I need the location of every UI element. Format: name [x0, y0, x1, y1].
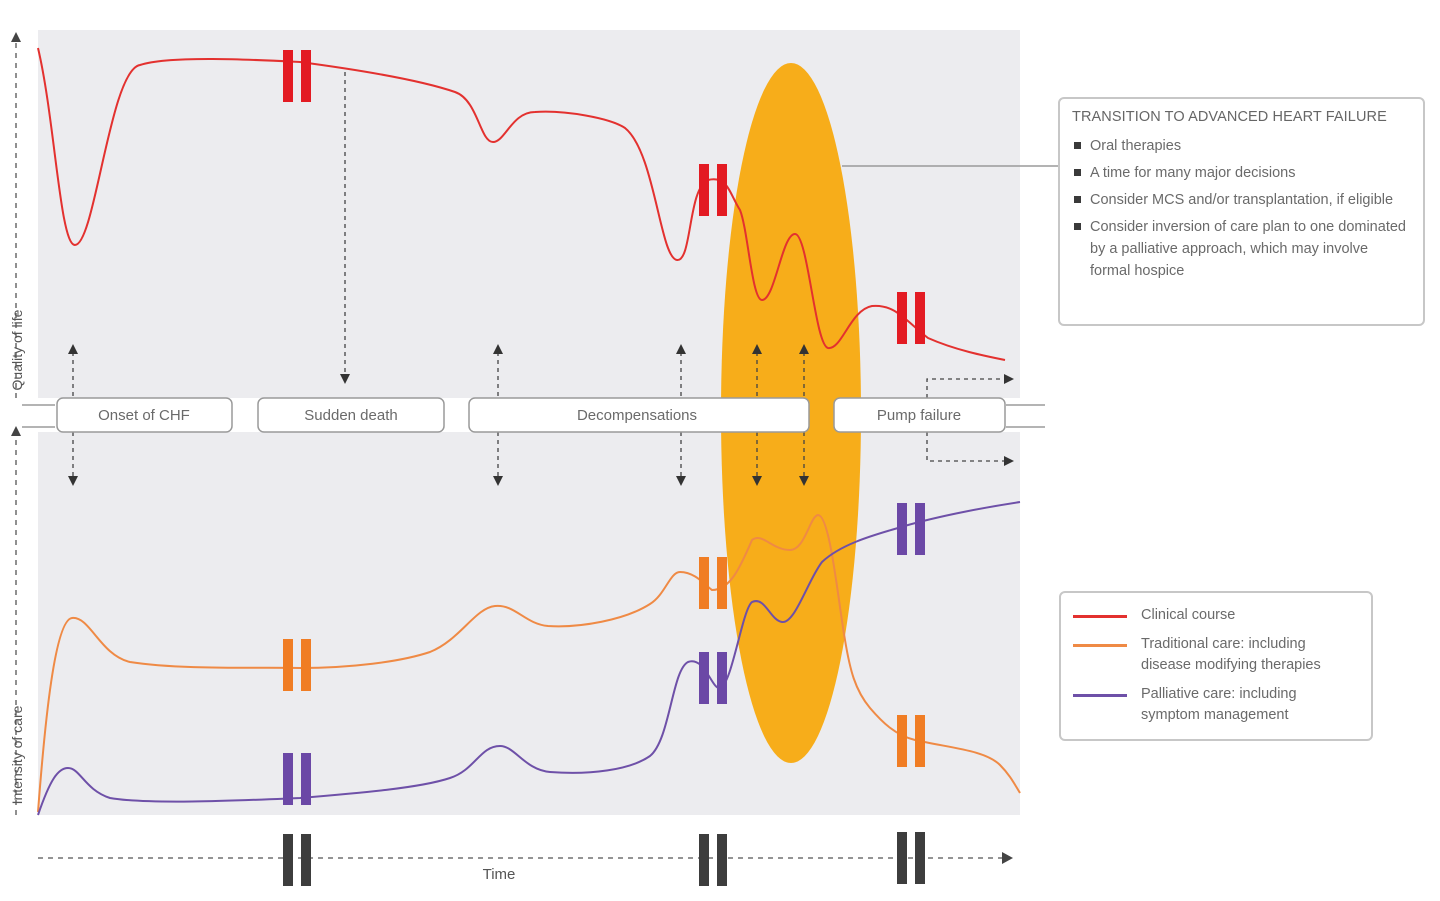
- legend-label: Clinical course: [1141, 607, 1236, 623]
- traditional-care-curve: [37, 513, 1021, 813]
- stage-box-onset-label: Onset of CHF: [98, 407, 190, 424]
- pause-bar: [699, 557, 709, 609]
- marker-clinical-3: [897, 292, 925, 344]
- legend-item-palliative: Palliative care: including symptom manag…: [1073, 684, 1359, 726]
- transition-item-text: Oral therapies: [1090, 138, 1182, 154]
- pause-bar: [897, 503, 907, 555]
- transition-panel: TRANSITION TO ADVANCED HEART FAILURE Ora…: [1058, 97, 1425, 326]
- pump-failure-right-arrows: [926, 374, 1014, 466]
- stage-box-onset: Onset of CHF: [56, 397, 233, 433]
- legend-swatch-palliative: [1073, 694, 1127, 697]
- pause-bar: [717, 164, 727, 216]
- pause-bar: [897, 292, 907, 344]
- transition-item-text: Consider MCS and/or transplantation, if …: [1090, 192, 1394, 208]
- pause-bar: [283, 834, 293, 886]
- double-arrow-onset: [68, 344, 78, 486]
- pause-bar: [301, 639, 311, 691]
- stage-box-sudden-death-label: Sudden death: [304, 407, 397, 424]
- transition-item: Consider inversion of care plan to one d…: [1072, 216, 1411, 282]
- marker-clinical-1: [283, 50, 311, 102]
- legend-label: Traditional care: including disease modi…: [1141, 636, 1321, 673]
- pause-bar: [283, 753, 293, 805]
- transition-item-text: Consider inversion of care plan to one d…: [1090, 219, 1406, 279]
- marker-traditional-2: [699, 557, 727, 609]
- transition-item-text: A time for many major decisions: [1090, 165, 1296, 181]
- pause-markers-layer: [283, 50, 925, 886]
- quality-axis-label: Quality of life: [9, 309, 25, 390]
- transition-item: Consider MCS and/or transplantation, if …: [1072, 189, 1411, 211]
- pause-bar: [283, 639, 293, 691]
- legend-item-traditional: Traditional care: including disease modi…: [1073, 634, 1359, 676]
- quality-axis-arrow: [11, 32, 21, 42]
- bullet-square-icon: [1074, 223, 1081, 230]
- legend-swatch-clinical: [1073, 615, 1127, 618]
- upper-plot-background: [38, 30, 1020, 398]
- pause-bar: [301, 834, 311, 886]
- pause-bar: [717, 652, 727, 704]
- marker-traditional-1: [283, 639, 311, 691]
- pause-bar: [283, 50, 293, 102]
- bullet-square-icon: [1074, 196, 1081, 203]
- marker-palliative-2: [699, 652, 727, 704]
- clinical-course-curve: [37, 47, 1006, 361]
- marker-traditional-3: [897, 715, 925, 767]
- marker-palliative-3: [897, 503, 925, 555]
- bullet-square-icon: [1074, 169, 1081, 176]
- pause-bar: [897, 715, 907, 767]
- pause-bar: [915, 503, 925, 555]
- marker-clinical-2: [699, 164, 727, 216]
- marker-time-3: [897, 832, 925, 884]
- pause-bar: [699, 164, 709, 216]
- pause-bar: [915, 715, 925, 767]
- stage-box-decompensations: Decompensations: [468, 397, 810, 433]
- stage-box-decompensations-label: Decompensations: [577, 407, 697, 424]
- time-axis-arrow: [1002, 852, 1013, 864]
- time-axis-label: Time: [483, 866, 516, 883]
- legend-panel: Clinical course Traditional care: includ…: [1059, 591, 1373, 741]
- pause-bar: [717, 834, 727, 886]
- double-arrow-decomp-3: [752, 344, 762, 486]
- double-arrow-decomp-2: [676, 344, 686, 486]
- stage-box-pump-failure-label: Pump failure: [877, 407, 961, 424]
- double-arrow-decomp-4: [799, 344, 809, 486]
- transition-item: A time for many major decisions: [1072, 162, 1411, 184]
- lower-plot-background: [38, 432, 1020, 815]
- pause-bar: [915, 832, 925, 884]
- double-arrow-decomp-1: [493, 344, 503, 486]
- pause-bar: [699, 652, 709, 704]
- legend-swatch-traditional: [1073, 644, 1127, 647]
- marker-time-1: [283, 834, 311, 886]
- pause-bar: [699, 834, 709, 886]
- palliative-care-curve: [37, 501, 1021, 816]
- pause-bar: [717, 557, 727, 609]
- transition-item: Oral therapies: [1072, 135, 1411, 157]
- arrow-sudden-death-down: [340, 72, 350, 384]
- stage-box-sudden-death: Sudden death: [257, 397, 445, 433]
- stage-box-pump-failure: Pump failure: [833, 397, 1006, 433]
- legend-item-clinical: Clinical course: [1073, 605, 1359, 626]
- marker-time-2: [699, 834, 727, 886]
- bullet-square-icon: [1074, 142, 1081, 149]
- care-axis-label: Intensity of care: [9, 705, 25, 804]
- care-axis-arrow: [11, 426, 21, 436]
- legend-label: Palliative care: including symptom manag…: [1141, 686, 1297, 723]
- pause-bar: [915, 292, 925, 344]
- pause-bar: [897, 832, 907, 884]
- transition-panel-title: TRANSITION TO ADVANCED HEART FAILURE: [1072, 109, 1387, 125]
- transition-panel-list: Oral therapies A time for many major dec…: [1072, 135, 1411, 282]
- pause-bar: [301, 50, 311, 102]
- pause-bar: [301, 753, 311, 805]
- marker-palliative-1: [283, 753, 311, 805]
